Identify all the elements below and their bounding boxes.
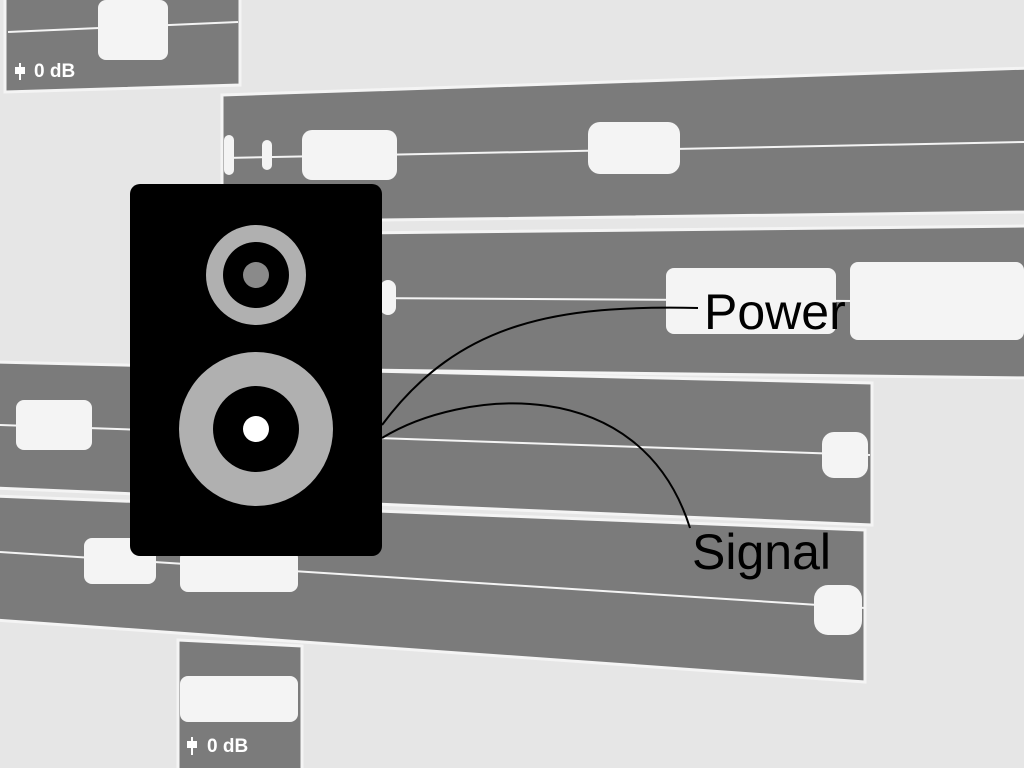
- waveforms: [16, 0, 1024, 722]
- power-cable: [381, 306, 699, 426]
- power-label: Power: [704, 284, 846, 340]
- speaker-icon: [130, 184, 382, 556]
- region-gain-label: 0 dB: [34, 61, 75, 82]
- signal-cable: [381, 402, 691, 529]
- signal-label: Signal: [692, 524, 831, 580]
- region-gain-label: 0 dB: [207, 736, 248, 757]
- fader-icon: [15, 63, 197, 755]
